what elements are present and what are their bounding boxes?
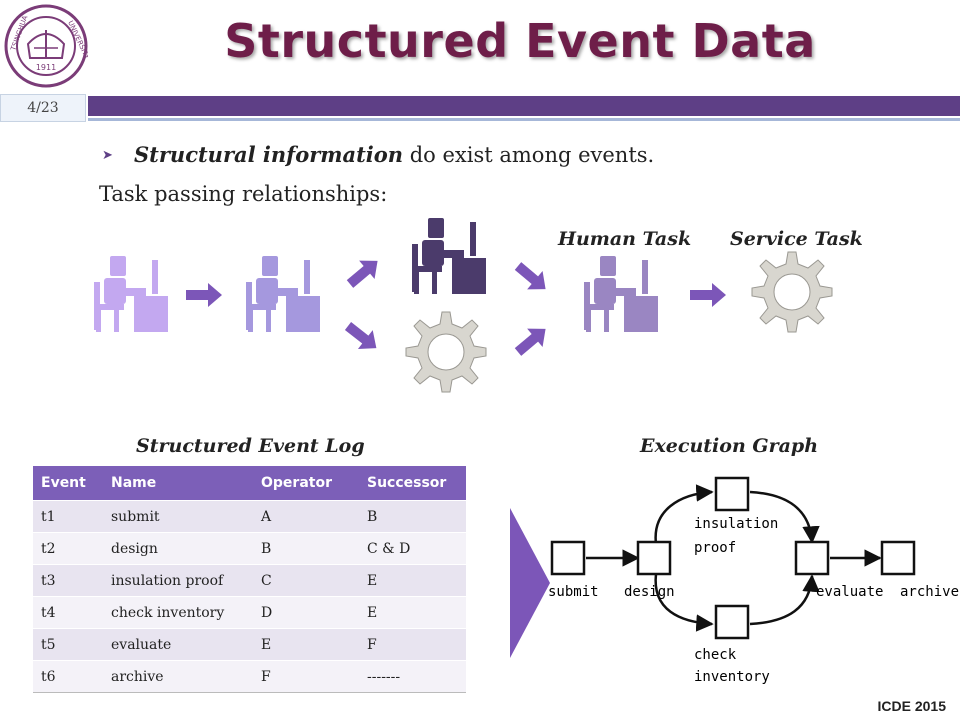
task-passing-line: Task passing relationships: <box>99 182 388 206</box>
label-inventory: inventory <box>694 669 770 685</box>
node-check-inventory <box>714 604 750 640</box>
table-row: t6 archive F ------- <box>33 660 466 693</box>
node-design <box>636 540 672 576</box>
table-row: t1 submit A B <box>33 500 466 533</box>
label-check: check <box>694 647 737 663</box>
node-archive <box>880 540 916 576</box>
edge-check-evaluate <box>749 574 820 626</box>
node-submit <box>550 540 586 576</box>
label-insulation: insulation <box>694 516 778 532</box>
bullet-rest: do exist among events. <box>403 143 655 167</box>
column-header-name: Name <box>103 466 253 501</box>
table-cell: t5 <box>33 628 103 661</box>
table-cell: F <box>359 628 466 661</box>
bullet-emphasis: Structural information <box>134 142 404 167</box>
table-cell: t4 <box>33 596 103 629</box>
edge-design-insulation <box>654 484 714 545</box>
label-archive: archive <box>900 584 959 600</box>
table-cell: A <box>253 500 359 533</box>
node-insulation-proof <box>714 476 750 512</box>
human-task-icon-3 <box>412 218 486 294</box>
label-design: design <box>624 584 675 600</box>
node-evaluate <box>794 540 830 576</box>
table-cell: submit <box>103 500 253 533</box>
table-cell: ------- <box>359 660 466 693</box>
arrow-icon-down <box>340 316 384 358</box>
table-cell: t3 <box>33 564 103 597</box>
table-cell: check inventory <box>103 596 253 629</box>
structured-event-log-caption: Structured Event Log <box>136 435 365 457</box>
page-number: 4/23 <box>0 94 86 122</box>
table-header-row: Event Name Operator Successor <box>33 466 466 501</box>
header-bar <box>88 96 960 116</box>
label-submit: submit <box>548 584 599 600</box>
arrow-icon-merge-down <box>510 256 554 299</box>
table-cell: archive <box>103 660 253 693</box>
table-cell: B <box>253 532 359 565</box>
execution-graph-caption: Execution Graph <box>640 435 819 457</box>
table-cell: t6 <box>33 660 103 693</box>
table-row: t5 evaluate E F <box>33 628 466 661</box>
table-cell: design <box>103 532 253 565</box>
column-header-event: Event <box>33 466 103 501</box>
table-cell: E <box>359 564 466 597</box>
table-cell: t1 <box>33 500 103 533</box>
table-cell: insulation proof <box>103 564 253 597</box>
service-task-gear-icon-2 <box>751 251 833 333</box>
column-header-successor: Successor <box>359 466 466 501</box>
service-task-gear-icon-1 <box>405 311 487 393</box>
table-row: t2 design B C & D <box>33 532 466 565</box>
table-cell: C & D <box>359 532 466 565</box>
conference-footer: ICDE 2015 <box>877 698 946 714</box>
transform-arrow-icon <box>510 508 550 658</box>
human-task-icon-2 <box>246 256 320 332</box>
table-cell: evaluate <box>103 628 253 661</box>
page-title: Structured Event Data <box>224 14 816 68</box>
table-cell: D <box>253 596 359 629</box>
chevron-bullet-icon: ➤ <box>102 148 113 163</box>
header-underline <box>88 118 960 121</box>
edge-design-check <box>654 573 714 632</box>
human-task-icon-4 <box>584 256 658 332</box>
task-passing-diagram <box>94 218 833 393</box>
table-row: t4 check inventory D E <box>33 596 466 629</box>
arrow-icon-2 <box>690 283 726 307</box>
label-evaluate: evaluate <box>816 584 883 600</box>
label-proof: proof <box>694 540 736 556</box>
table-cell: B <box>359 500 466 533</box>
column-header-operator: Operator <box>253 466 359 501</box>
bullet-line: Structural information do exist among ev… <box>134 142 654 167</box>
service-task-label: Service Task <box>730 228 863 250</box>
table-row: t3 insulation proof C E <box>33 564 466 597</box>
human-task-icon-1 <box>94 256 168 332</box>
arrow-icon-1 <box>186 283 222 307</box>
table-cell: C <box>253 564 359 597</box>
human-task-label: Human Task <box>558 228 692 250</box>
svg-text:1911: 1911 <box>36 63 56 72</box>
execution-graph: submit design insulation proof check inv… <box>548 476 959 685</box>
table-cell: E <box>253 628 359 661</box>
tsinghua-university-logo: 1911 TSINGHUA UNIVERSITY <box>4 4 88 88</box>
table-cell: E <box>359 596 466 629</box>
arrow-icon-merge-up <box>510 319 554 362</box>
table-cell: F <box>253 660 359 693</box>
event-log-table: Event Name Operator Successor t1 submit … <box>33 466 466 693</box>
edge-insulation-evaluate <box>749 490 820 544</box>
arrow-icon-up <box>342 251 386 294</box>
table-cell: t2 <box>33 532 103 565</box>
